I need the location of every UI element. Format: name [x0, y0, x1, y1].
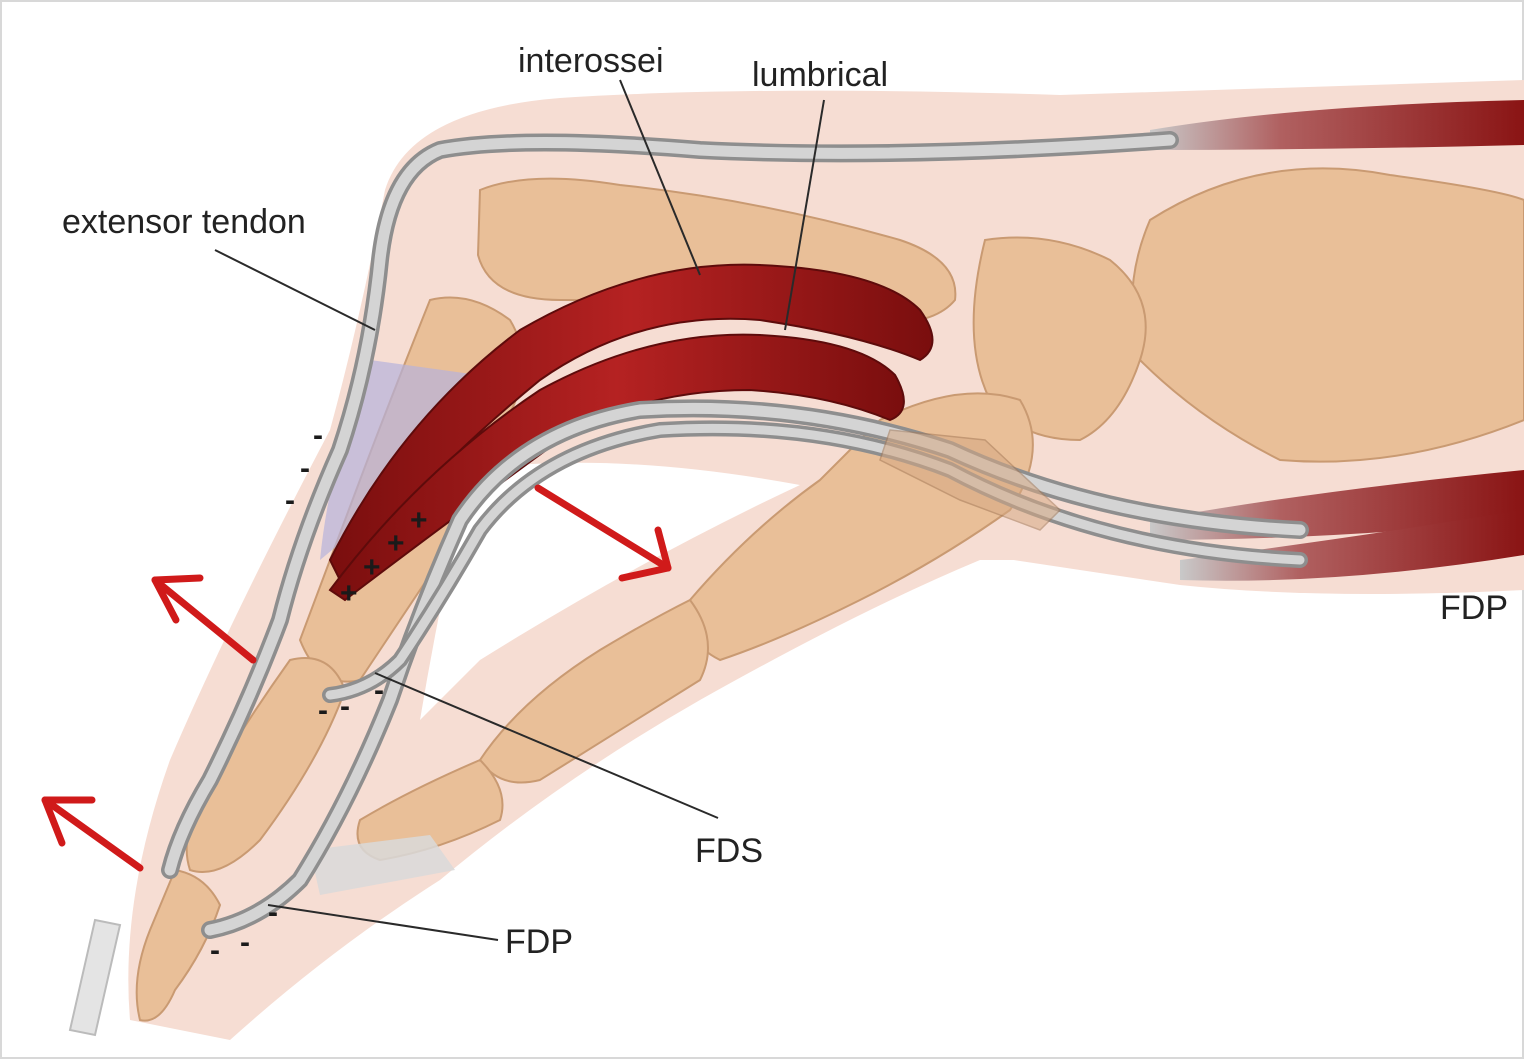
minus-sign: -: [340, 690, 350, 723]
plus-sign: +: [410, 504, 428, 537]
minus-sign: -: [313, 419, 323, 452]
minus-sign: -: [240, 926, 250, 959]
plus-sign: +: [363, 551, 381, 584]
label-interossei: interossei: [518, 42, 664, 80]
plus-sign: +: [340, 577, 358, 610]
label-fds: FDS: [695, 832, 763, 870]
force-arrow-icon: [45, 800, 140, 868]
minus-sign: -: [300, 452, 310, 485]
label-extensor-tendon: extensor tendon: [62, 203, 306, 241]
minus-sign: -: [374, 674, 384, 707]
minus-sign: -: [318, 694, 328, 727]
minus-sign: -: [285, 484, 295, 517]
label-fdp-tip: FDP: [505, 923, 573, 961]
minus-sign: -: [210, 934, 220, 967]
label-fdp-right: FDP: [1440, 589, 1508, 627]
label-lumbrical: lumbrical: [752, 56, 888, 94]
plus-sign: +: [387, 527, 405, 560]
minus-sign: -: [268, 896, 278, 929]
fingernail-tip: [70, 920, 120, 1035]
